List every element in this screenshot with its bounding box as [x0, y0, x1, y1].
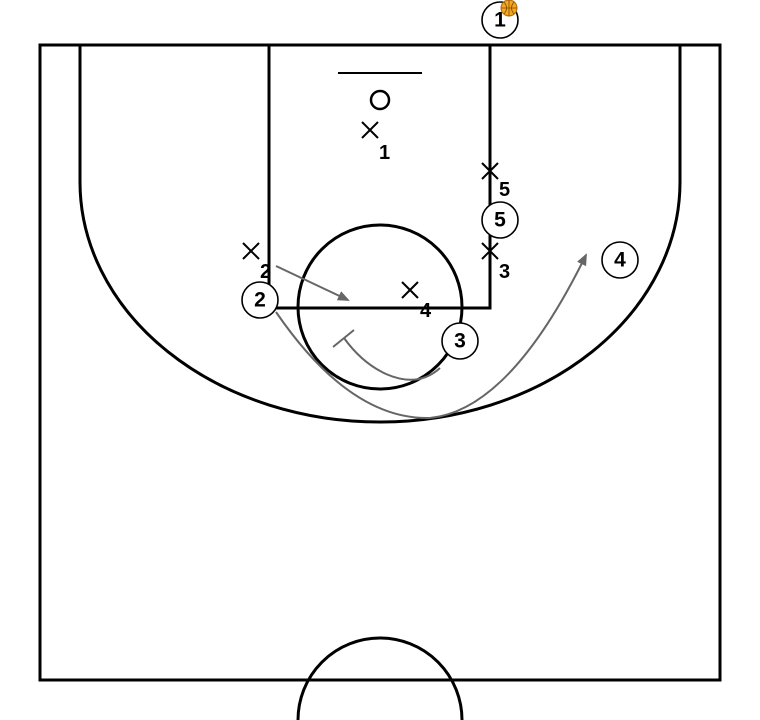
- three-point-line: [78, 45, 682, 424]
- offense-player-3: 3: [441, 322, 479, 360]
- defender-label: 2: [260, 261, 271, 283]
- center-circle: [296, 636, 464, 720]
- player-label: 3: [454, 330, 466, 353]
- defender-x5: 5: [481, 162, 510, 201]
- screen-bar: [332, 329, 355, 348]
- basketball-icon: [500, 0, 518, 17]
- offense-player-2: 2: [241, 281, 279, 319]
- offense-player-4: 4: [601, 241, 639, 279]
- player-label: 5: [494, 209, 506, 232]
- free-throw-circle: [296, 223, 464, 391]
- player-label: 1: [494, 9, 506, 32]
- defender-x3: 3: [481, 242, 510, 283]
- defender-label: 4: [420, 300, 432, 322]
- defender-x1: 1: [361, 121, 390, 164]
- defender-label: 3: [499, 261, 510, 283]
- court-boundary: [38, 43, 722, 682]
- defender-label: 5: [499, 179, 510, 201]
- court-lines: [38, 43, 722, 720]
- defender-label: 1: [379, 142, 390, 164]
- defender-x2: 2: [242, 242, 271, 283]
- pass-arrow: [275, 265, 350, 301]
- defenders: 1 2 3 4 5: [242, 121, 510, 322]
- defender-x4: 4: [401, 281, 432, 322]
- player-label: 2: [254, 289, 266, 312]
- cut-arrow: [275, 253, 587, 420]
- player-label: 4: [614, 249, 626, 272]
- lane-paint: [267, 45, 492, 310]
- basket-rim: [369, 89, 391, 111]
- screen-path: [343, 337, 441, 381]
- offense-player-5: 5: [481, 201, 519, 239]
- offense-players: 1 2 3 4 5: [241, 0, 639, 360]
- movement-lines: [275, 253, 587, 420]
